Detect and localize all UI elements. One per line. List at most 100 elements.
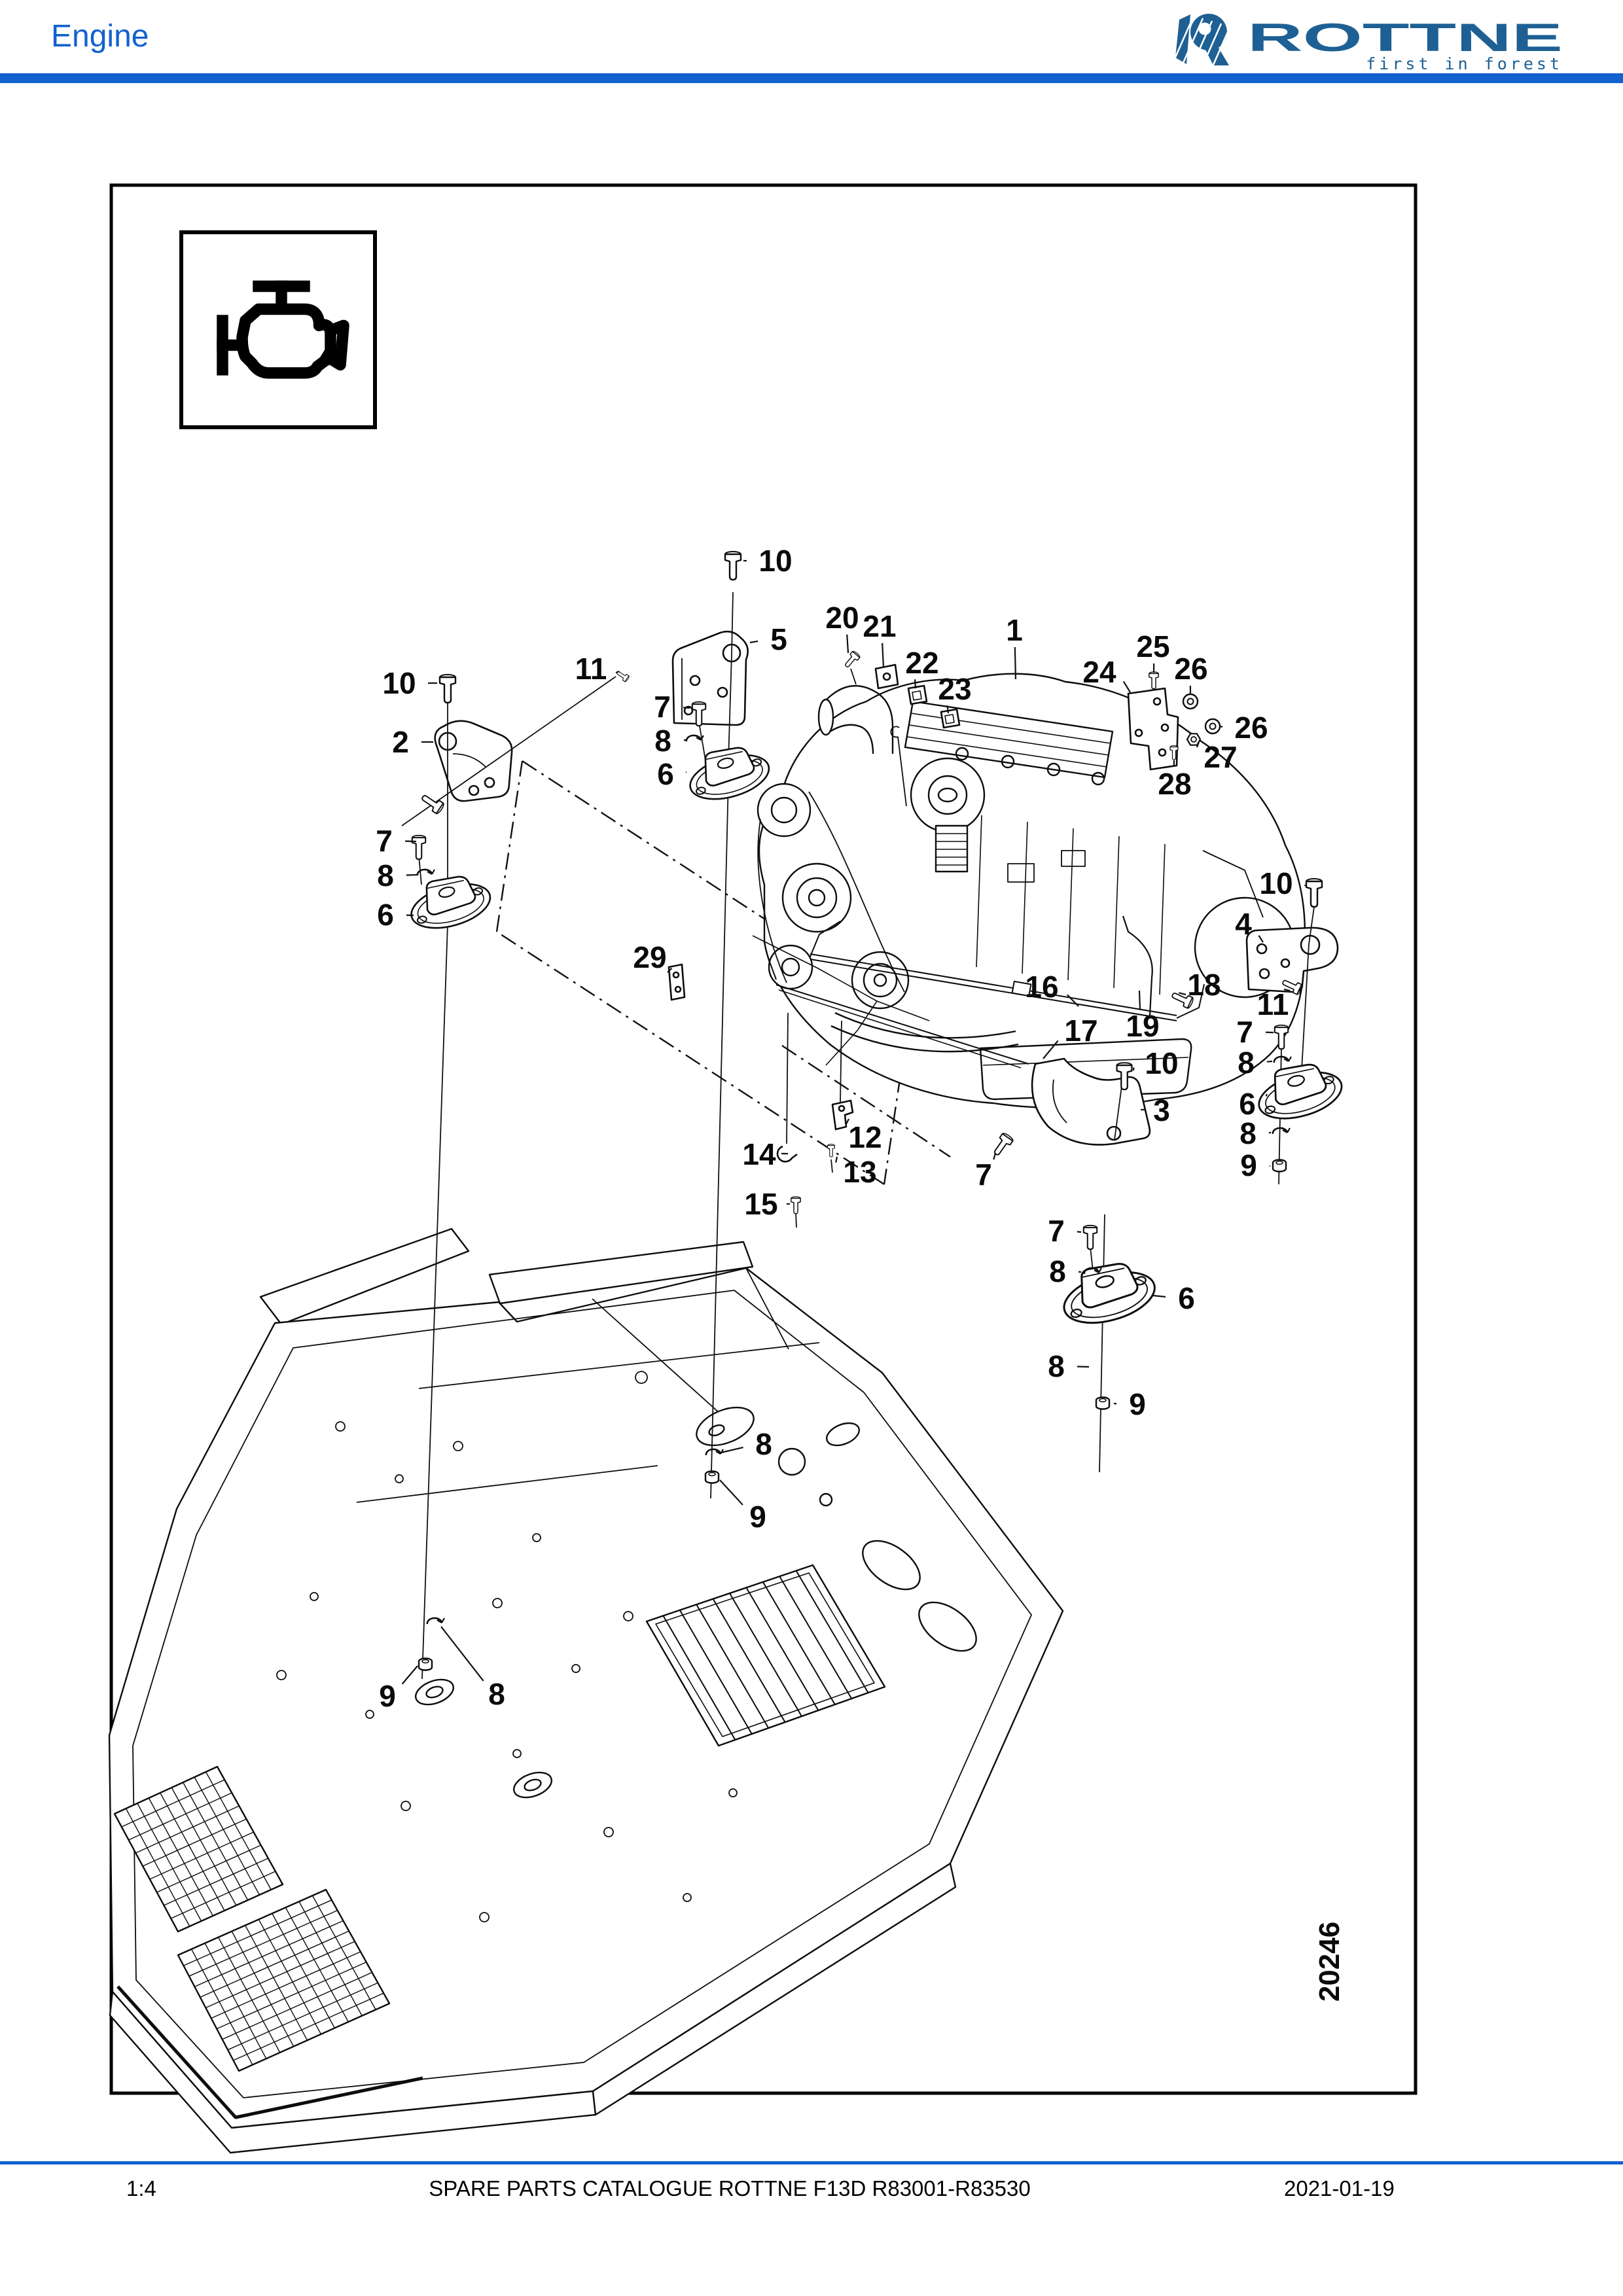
callout-leader <box>683 707 690 709</box>
engine-mount-icon <box>410 875 491 929</box>
callout-label-8: 8 <box>1240 1116 1257 1150</box>
callout-label-8: 8 <box>654 724 671 758</box>
callout-leader <box>835 1156 838 1163</box>
callout-label-13: 13 <box>843 1155 876 1189</box>
callout-leader <box>615 671 620 674</box>
front-grille-2 <box>177 1888 391 2072</box>
engine-mount-icon <box>1258 1063 1343 1120</box>
bolt-icon <box>1116 1062 1133 1091</box>
nut-icon <box>1272 1159 1287 1173</box>
bolt-icon <box>438 674 457 704</box>
callout-leader <box>1152 1294 1166 1298</box>
page-title: Engine <box>51 19 149 54</box>
callout-label-20: 20 <box>825 601 859 635</box>
lock-washer-icon <box>1273 1055 1292 1063</box>
callout-leader <box>1258 935 1264 943</box>
callout-leader <box>1196 741 1200 748</box>
callout-leader <box>719 1479 743 1506</box>
callout-label-6: 6 <box>377 898 394 932</box>
callout-label-7: 7 <box>975 1157 992 1192</box>
engine-mount-icon <box>689 747 770 800</box>
callout-label-4: 4 <box>1235 907 1252 941</box>
callout-leader <box>1178 992 1186 996</box>
rottne-logo-text: ROTTNE <box>1247 16 1563 60</box>
lock-washer-icon <box>416 868 435 876</box>
callout-label-25: 25 <box>1136 629 1169 663</box>
bolt-icon <box>411 834 427 860</box>
callout-label-3: 3 <box>1153 1093 1170 1127</box>
callout-label-24: 24 <box>1082 655 1116 689</box>
callout-label-8: 8 <box>1049 1254 1066 1288</box>
callout-label-29: 29 <box>633 940 666 974</box>
callout-leader <box>993 1152 997 1160</box>
diagram-frame <box>109 183 1418 2095</box>
callout-label-28: 28 <box>1158 767 1191 801</box>
callout-leader <box>882 643 885 668</box>
callout-label-21: 21 <box>863 609 896 643</box>
callout-label-9: 9 <box>1129 1387 1146 1421</box>
nut-icon <box>418 1657 433 1671</box>
callout-leader <box>749 640 758 644</box>
callout-label-8: 8 <box>377 858 394 892</box>
callout-label-18: 18 <box>1187 968 1221 1002</box>
callout-label-14: 14 <box>742 1137 776 1171</box>
lock-washer-icon <box>685 734 704 742</box>
callout-leader <box>845 1118 849 1125</box>
callout-leader <box>914 679 917 689</box>
callout-label-6: 6 <box>1239 1087 1256 1121</box>
bolt-icon <box>1149 671 1159 690</box>
callout-label-26: 26 <box>1174 652 1207 686</box>
header-rule <box>0 73 1623 83</box>
callout-label-27: 27 <box>1204 740 1237 774</box>
callout-leader <box>721 1447 743 1454</box>
callout-label-16: 16 <box>1025 970 1058 1004</box>
callout-leader <box>440 1626 484 1682</box>
bolt-icon <box>1274 1024 1289 1050</box>
bolt-icon <box>691 701 707 727</box>
lock-washer-icon <box>1083 1267 1102 1275</box>
bolt-icon <box>1282 980 1303 995</box>
callout-label-10: 10 <box>758 544 792 578</box>
bolt-icon <box>845 650 861 667</box>
callout-label-9: 9 <box>1240 1148 1257 1182</box>
callout-label-10: 10 <box>1145 1046 1178 1080</box>
bolt-icon <box>827 1144 835 1157</box>
bolt-icon <box>993 1133 1014 1156</box>
nut-icon <box>704 1470 720 1484</box>
callout-label-11: 11 <box>1257 987 1289 1021</box>
callout-leader <box>1014 646 1017 680</box>
radiator-grille <box>645 1564 886 1747</box>
washer-icon <box>1182 693 1199 710</box>
chassis-mount-plate <box>415 1406 860 1799</box>
callout-label-6: 6 <box>657 757 674 791</box>
callout-label-7: 7 <box>376 824 393 858</box>
mount-brackets <box>434 630 1339 1163</box>
nut-icon <box>1095 1396 1111 1410</box>
lock-washer-icon <box>426 1617 445 1625</box>
bolt-icon <box>724 551 742 581</box>
callout-leader <box>1265 1093 1268 1097</box>
callout-label-6: 6 <box>1178 1281 1195 1315</box>
callout-label-17: 17 <box>1064 1014 1097 1048</box>
callout-leader <box>1266 1060 1273 1063</box>
callout-label-22: 22 <box>905 646 938 680</box>
projection-lines <box>401 592 1315 1680</box>
callout-label-19: 19 <box>1126 1009 1159 1043</box>
callout-label-23: 23 <box>938 672 971 706</box>
engine-icon <box>217 280 349 379</box>
bolt-icon <box>1082 1224 1098 1250</box>
callout-leader <box>1138 990 1141 1010</box>
callout-label-5: 5 <box>770 622 787 656</box>
callout-label-2: 2 <box>392 725 409 759</box>
callout-label-9: 9 <box>379 1679 396 1713</box>
callout-leader <box>1066 994 1079 1007</box>
bolt-icon <box>791 1196 801 1214</box>
footer-rule <box>0 2161 1623 2164</box>
hardware-layer <box>410 551 1343 1671</box>
callout-label-9: 9 <box>749 1500 766 1534</box>
callout-leader <box>667 968 673 973</box>
callout-label-26: 26 <box>1234 711 1268 745</box>
